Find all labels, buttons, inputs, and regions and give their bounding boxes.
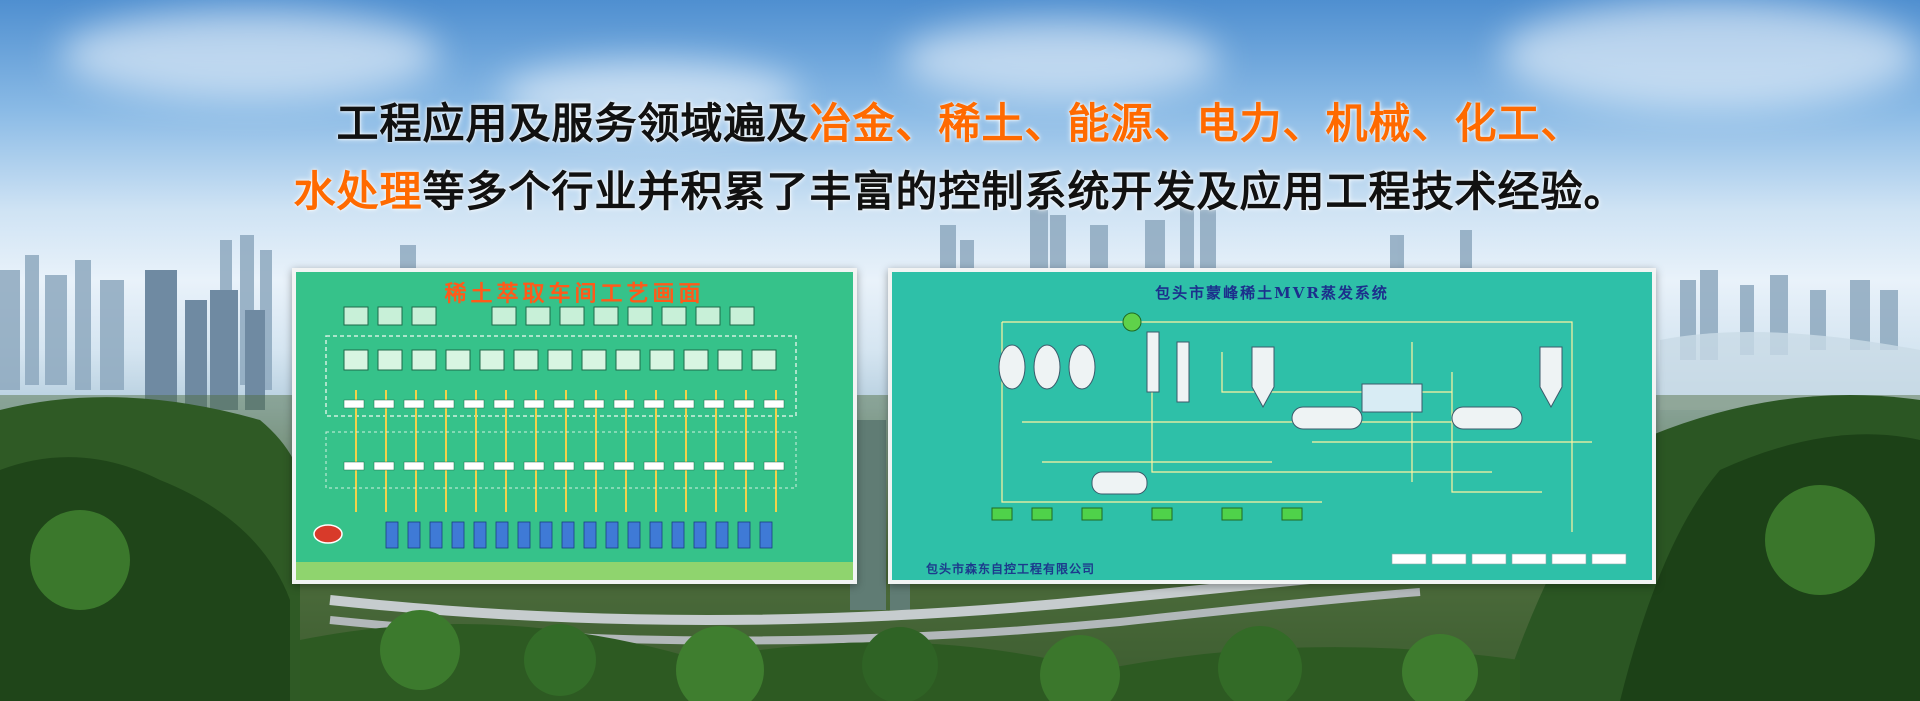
extraction-process-screen: 稀土萃取车间工艺画面	[292, 268, 857, 584]
cloud	[60, 10, 440, 100]
mvr-screen-title: 包头市蒙峰稀土MVR蒸发系统	[1155, 284, 1389, 302]
headline-line-2: 水处理等多个行业并积累了丰富的控制系统开发及应用工程技术经验。	[0, 158, 1920, 219]
headline-suffix: 等多个行业并积累了丰富的控制系统开发及应用工程技术经验。	[422, 167, 1627, 216]
cloud	[900, 20, 1220, 100]
headline-prefix: 工程应用及服务领域遍及	[336, 99, 810, 148]
company-name: 包头市森东自控工程有限公司	[926, 562, 1096, 576]
industries-highlight-2: 水处理	[293, 167, 423, 216]
headline-line-1: 工程应用及服务领域遍及冶金、稀土、能源、电力、机械、化工、	[0, 90, 1920, 151]
extraction-process-diagram	[296, 306, 853, 580]
cloud	[500, 60, 800, 130]
industries-highlight-1: 冶金、稀土、能源、电力、机械、化工、	[809, 99, 1584, 148]
mvr-process-diagram	[991, 312, 1627, 565]
cloud	[1500, 0, 1920, 110]
extraction-screen-title: 稀土萃取车间工艺画面	[444, 281, 705, 307]
mvr-evaporation-screen: 包头市蒙峰稀土MVR蒸发系统	[888, 268, 1656, 584]
